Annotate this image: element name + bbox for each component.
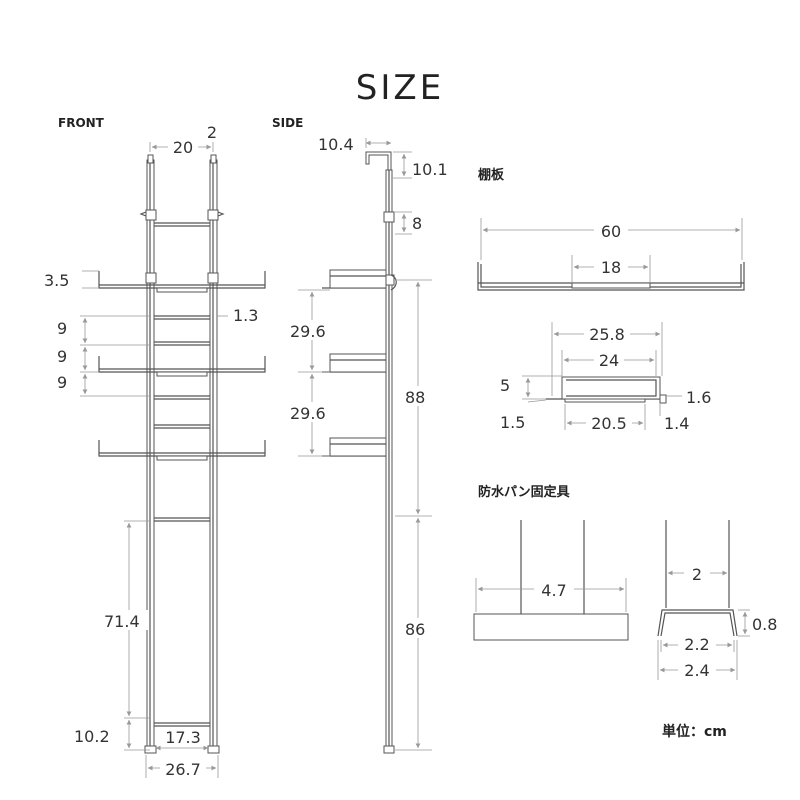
dim-front-pole-width: 2: [207, 123, 217, 142]
dim-front-gap-1: 9: [57, 319, 67, 338]
dim-fixture-outer: 2.4: [684, 661, 709, 680]
side-clamp: [383, 211, 395, 223]
side-view-drawing: [322, 151, 397, 754]
front-clamp-right: [207, 209, 219, 221]
shelf-section-title: 棚板: [478, 167, 505, 183]
dim-front-base-height: 10.2: [74, 727, 110, 746]
dim-front-base-width: 26.7: [165, 760, 201, 779]
page-title: SIZE: [356, 68, 444, 108]
side-foot: [383, 745, 395, 754]
dim-front-shelf-lip: 3.5: [44, 271, 69, 290]
dim-side-shelf-gap-2: 29.6: [290, 404, 326, 423]
front-clamp-left: [145, 209, 157, 221]
fixture-side-drawing: [657, 520, 738, 637]
dim-fixture-gap: 2: [692, 565, 702, 584]
side-view-label: SIDE: [272, 116, 303, 130]
dim-front-inner-width: 17.3: [165, 728, 201, 747]
shelf-top-drawing: [477, 262, 745, 291]
dim-front-gap-2: 9: [57, 347, 67, 366]
dim-shelf-lip: 1.6: [686, 388, 711, 407]
side-top-hook: [365, 151, 392, 171]
dim-front-lower-height: 71.4: [104, 612, 140, 631]
dim-side-hook-width: 10.4: [318, 135, 354, 154]
unit-label: 単位：cm: [662, 723, 727, 740]
front-shelves: [98, 271, 266, 461]
dim-shelf-inner-depth: 24: [599, 351, 619, 370]
dim-fixture-depth: 0.8: [752, 615, 777, 634]
dim-side-hook-height: 10.1: [412, 160, 448, 179]
dim-side-lower-height: 86: [405, 620, 425, 639]
dim-shelf-base-depth: 20.5: [591, 414, 627, 433]
front-foot-left: [144, 745, 157, 754]
side-shelves: [322, 269, 387, 457]
dim-shelf-height: 5: [500, 376, 510, 395]
fixture-section-title: 防水パン固定具: [478, 484, 570, 500]
front-foot-right: [207, 745, 220, 754]
front-view-label: FRONT: [58, 116, 105, 130]
dim-front-gap-3: 9: [57, 373, 67, 392]
fixture-front-drawing: [473, 520, 629, 641]
dim-shelf-base-offset: 1.4: [664, 414, 689, 433]
dim-front-top-width: 20: [173, 138, 193, 157]
dim-side-upper-height: 88: [405, 388, 425, 407]
dim-fixture-width: 4.7: [541, 581, 566, 600]
front-rungs: [154, 222, 210, 727]
shelf-side-drawing: [546, 376, 667, 404]
front-view-drawing: [98, 154, 266, 754]
dim-shelf-bracket-width: 18: [601, 258, 621, 277]
dim-shelf-width: 60: [601, 222, 621, 241]
dim-side-clamp-height: 8: [412, 214, 422, 233]
dim-fixture-inner: 2.2: [684, 635, 709, 654]
dim-shelf-edge: 1.5: [500, 413, 525, 432]
dim-side-shelf-gap-1: 29.6: [290, 322, 326, 341]
dim-shelf-depth: 25.8: [589, 325, 625, 344]
dim-front-rung-thickness: 1.3: [233, 306, 258, 325]
